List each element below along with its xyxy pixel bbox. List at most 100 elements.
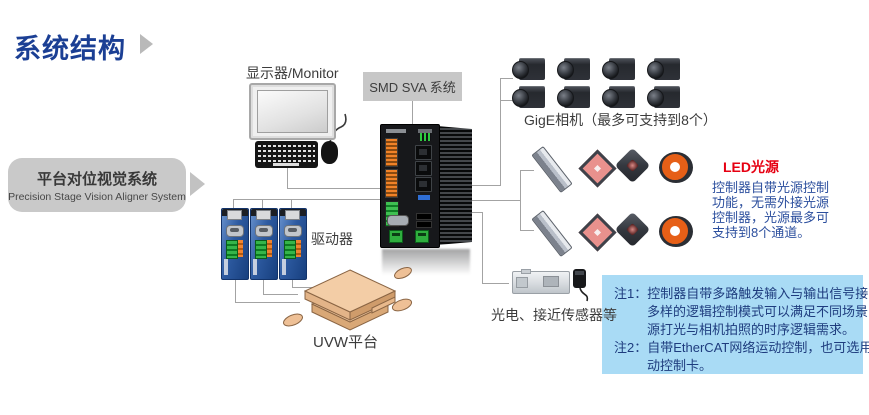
- servo-driver: [279, 208, 307, 280]
- connector-led-row1: [520, 170, 534, 171]
- led-desc-line: 支持到8个通道。: [712, 225, 811, 240]
- platform-label: UVW平台: [313, 334, 378, 351]
- note-line-1: 注1：控制器自带多路触发输入与输出信号接口，: [614, 286, 869, 301]
- aligner-arrow-icon: [190, 172, 205, 196]
- camera-lens-icon: [557, 89, 574, 107]
- note-line-3: 源打光与相机拍照的时序逻辑需求。: [647, 322, 856, 337]
- connector-sensor-v: [482, 212, 483, 283]
- connector-camera-row1: [500, 78, 513, 79]
- controller-reflection: [382, 249, 470, 275]
- controller-ethernet-port-1: [415, 145, 432, 160]
- driver-tag: [224, 259, 228, 275]
- camera-lens-icon: [647, 89, 664, 107]
- drivers-label: 驱动器: [311, 231, 353, 247]
- connector-driver3-platform-h: [292, 287, 315, 288]
- connector-keyboard-controller: [287, 188, 386, 189]
- controller-logo2: [418, 129, 432, 133]
- monitor-label: 显示器/Monitor: [246, 65, 339, 81]
- gige-camera: [557, 58, 590, 80]
- controller-power-connector-1: [389, 230, 403, 243]
- driver-tag: [282, 259, 286, 275]
- connector-driver3-platform-v: [292, 278, 293, 287]
- note-line-4: 注2：自带EtherCAT网络运动控制，也可选用运: [614, 340, 869, 355]
- driver-dsub: [284, 225, 302, 237]
- driver-wires: [296, 240, 301, 257]
- camera-lens-icon: [557, 61, 574, 79]
- controller-hdmi-slot-2: [416, 221, 432, 228]
- aligner-system-box: 平台对位视觉系统 Precision Stage Vision Aligner …: [8, 158, 186, 212]
- controller-ethernet-port-3: [415, 177, 432, 192]
- camera-lens-icon: [512, 61, 529, 79]
- driver-wires: [238, 240, 243, 257]
- led-desc-line: 控制器，光源最多可: [712, 210, 830, 225]
- controller-ethernet-port-2: [415, 161, 432, 176]
- gige-camera: [512, 86, 545, 108]
- sensor-port: [516, 277, 528, 288]
- driver-wires: [267, 240, 272, 257]
- sensors-label: 光电、接近传感器等: [491, 307, 617, 323]
- gige-camera: [602, 58, 635, 80]
- driver-tag: [253, 259, 257, 275]
- controller-device: [380, 124, 472, 248]
- connector-drivers-h: [233, 199, 383, 200]
- mouse-icon: [321, 141, 338, 164]
- driver-connector: [227, 210, 242, 220]
- driver-terminal: [255, 240, 267, 259]
- connector-led-h: [450, 200, 520, 201]
- connector-sensor-h2: [482, 283, 509, 284]
- notes-box: 注1：控制器自带多路触发输入与输出信号接口， 多样的逻辑控制模式可以满足不同场景…: [602, 275, 869, 374]
- controller-heatsink: [437, 126, 472, 245]
- connector-camera-row2: [500, 100, 513, 101]
- gige-camera: [512, 58, 545, 80]
- gige-camera: [557, 86, 590, 108]
- note-line-2: 多样的逻辑控制模式可以满足不同场景的光: [647, 304, 869, 319]
- connector-smd-label-down: [412, 101, 413, 128]
- title-arrow-icon: [140, 34, 153, 54]
- gige-camera: [602, 86, 635, 108]
- monitor-icon: [249, 83, 336, 140]
- connector-driver3-down: [291, 199, 292, 209]
- connector-driver2-down: [262, 199, 263, 209]
- page-title: 系统结构: [14, 34, 126, 64]
- led-ring-light-icon: [659, 152, 693, 183]
- driver-terminal: [226, 240, 238, 259]
- connector-led-v: [520, 170, 521, 231]
- driver-connector: [256, 210, 271, 220]
- keyboard-spacebar: [273, 163, 299, 166]
- connector-driver1-platform-v: [235, 278, 236, 302]
- led-source-title: LED光源: [723, 159, 779, 175]
- smd-sva-label-box: SMD SVA 系统: [363, 72, 462, 101]
- servo-driver: [221, 208, 249, 280]
- proximity-sensor-icon: [512, 269, 570, 294]
- aligner-system-title: 平台对位视觉系统: [36, 171, 157, 188]
- controller-io-terminal-2: [385, 169, 398, 198]
- controller-status-leds: [420, 133, 431, 141]
- connector-driver1-platform-h: [235, 302, 300, 303]
- camera-lens-icon: [512, 89, 529, 107]
- led-desc-line: 功能，无需外接光源: [712, 195, 830, 210]
- camera-lens-icon: [602, 61, 619, 79]
- controller-usb-port: [418, 195, 430, 200]
- connector-led-row2: [520, 230, 534, 231]
- controller-hdmi-slot-1: [416, 213, 432, 220]
- aligner-system-subtitle: Precision Stage Vision Aligner System: [8, 191, 186, 203]
- monitor-screen: [257, 90, 328, 133]
- driver-dsub: [226, 225, 244, 237]
- uvw-platform-icon: [283, 266, 413, 331]
- servo-driver: [250, 208, 278, 280]
- keyboard-keys: [258, 144, 315, 162]
- connector-cameras-v: [500, 78, 501, 186]
- connector-keyboard-down: [287, 166, 288, 189]
- connector-driver2-platform-h: [263, 294, 298, 295]
- connector-driver2-platform-v: [263, 278, 264, 294]
- camera-lens-icon: [602, 89, 619, 107]
- note-line-5: 动控制卡。: [647, 358, 713, 373]
- gige-camera: [647, 86, 680, 108]
- gige-camera: [647, 58, 680, 80]
- led-ring-light-icon: [659, 216, 693, 247]
- controller-logo: [386, 129, 406, 133]
- connector-driver1-down: [233, 199, 234, 209]
- camera-lens-icon: [647, 61, 664, 79]
- driver-connector: [285, 210, 300, 220]
- driver-dsub: [255, 225, 273, 237]
